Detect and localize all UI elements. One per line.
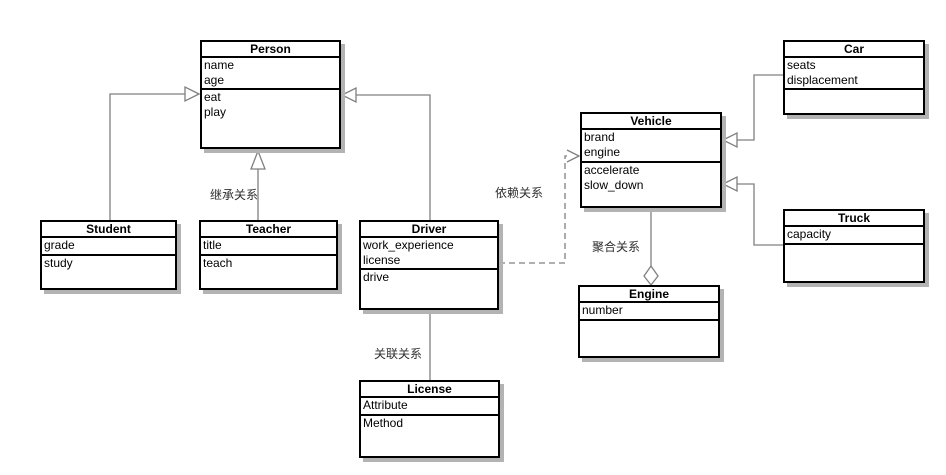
- attribute: number: [582, 303, 623, 317]
- inheritance-edge-truck-vehicle[interactable]: [721, 175, 783, 246]
- attribute: age: [204, 73, 225, 87]
- hollow-triangle-arrowhead-icon: [340, 86, 357, 104]
- dependency-edge-driver-vehicle[interactable]: [499, 149, 581, 264]
- attribute: grade: [44, 238, 75, 252]
- class-title: Engine: [580, 287, 718, 303]
- hollow-triangle-arrowhead-icon: [184, 85, 201, 103]
- class-box-car[interactable]: Car seats displacement: [783, 40, 925, 115]
- method: study: [44, 256, 73, 270]
- method: Method: [363, 416, 404, 430]
- class-title: Truck: [785, 211, 923, 227]
- class-box-teacher[interactable]: Teacher title teach: [199, 220, 338, 290]
- method: play: [204, 105, 227, 119]
- edge-line: [499, 155, 567, 264]
- hollow-triangle-arrowhead-icon: [721, 131, 738, 149]
- aggregation-label: 聚合关系: [592, 240, 641, 254]
- inheritance-edge-car-vehicle[interactable]: [721, 74, 783, 149]
- attribute: license: [363, 253, 401, 267]
- class-box-engine[interactable]: Engine number: [578, 285, 720, 358]
- class-box-license[interactable]: License Attribute Method: [359, 380, 500, 458]
- dependency-label: 依赖关系: [495, 186, 544, 200]
- class-title: Student: [42, 222, 175, 238]
- hollow-triangle-arrowhead-icon: [250, 149, 266, 170]
- attribute: capacity: [787, 227, 832, 241]
- class-box-person[interactable]: Person name age eat play: [200, 40, 341, 149]
- hollow-triangle-arrowhead-icon: [721, 175, 738, 193]
- class-title: Vehicle: [582, 114, 720, 130]
- class-title: Person: [202, 42, 339, 58]
- inheritance-edge-student-person[interactable]: [109, 85, 201, 220]
- edge-line: [737, 183, 783, 246]
- method: teach: [203, 256, 233, 270]
- inheritance-edge-teacher-person[interactable]: [250, 149, 266, 220]
- method: drive: [363, 270, 390, 284]
- attribute: displacement: [787, 73, 858, 87]
- edge-line: [356, 94, 431, 220]
- method: slow_down: [584, 178, 644, 192]
- attribute: brand: [584, 130, 615, 144]
- attribute: title: [203, 238, 222, 252]
- hollow-diamond-icon: [643, 264, 659, 287]
- class-title: Car: [785, 42, 923, 58]
- class-title: Teacher: [201, 222, 336, 238]
- attribute: seats: [787, 58, 816, 72]
- aggregation-edge-vehicle-engine[interactable]: [643, 208, 659, 287]
- attribute: work_experience: [363, 238, 454, 252]
- open-arrowhead-icon: [566, 149, 581, 163]
- class-box-truck[interactable]: Truck capacity: [783, 209, 925, 283]
- class-title: License: [361, 382, 498, 398]
- class-box-driver[interactable]: Driver work_experience license drive: [359, 220, 499, 310]
- edge-line: [737, 74, 783, 141]
- inheritance-edge-driver-person[interactable]: [340, 86, 431, 220]
- attribute: name: [204, 58, 235, 72]
- attribute: engine: [584, 145, 621, 159]
- class-box-vehicle[interactable]: Vehicle brand engine accelerate slow_dow…: [580, 112, 722, 208]
- method: eat: [204, 90, 221, 104]
- edge-line: [109, 93, 185, 220]
- method: accelerate: [584, 163, 640, 177]
- inheritance-label: 继承关系: [210, 188, 259, 202]
- attribute: Attribute: [363, 398, 408, 412]
- association-label: 关联关系: [374, 347, 423, 361]
- class-title: Driver: [361, 222, 497, 238]
- class-box-student[interactable]: Student grade study: [40, 220, 177, 290]
